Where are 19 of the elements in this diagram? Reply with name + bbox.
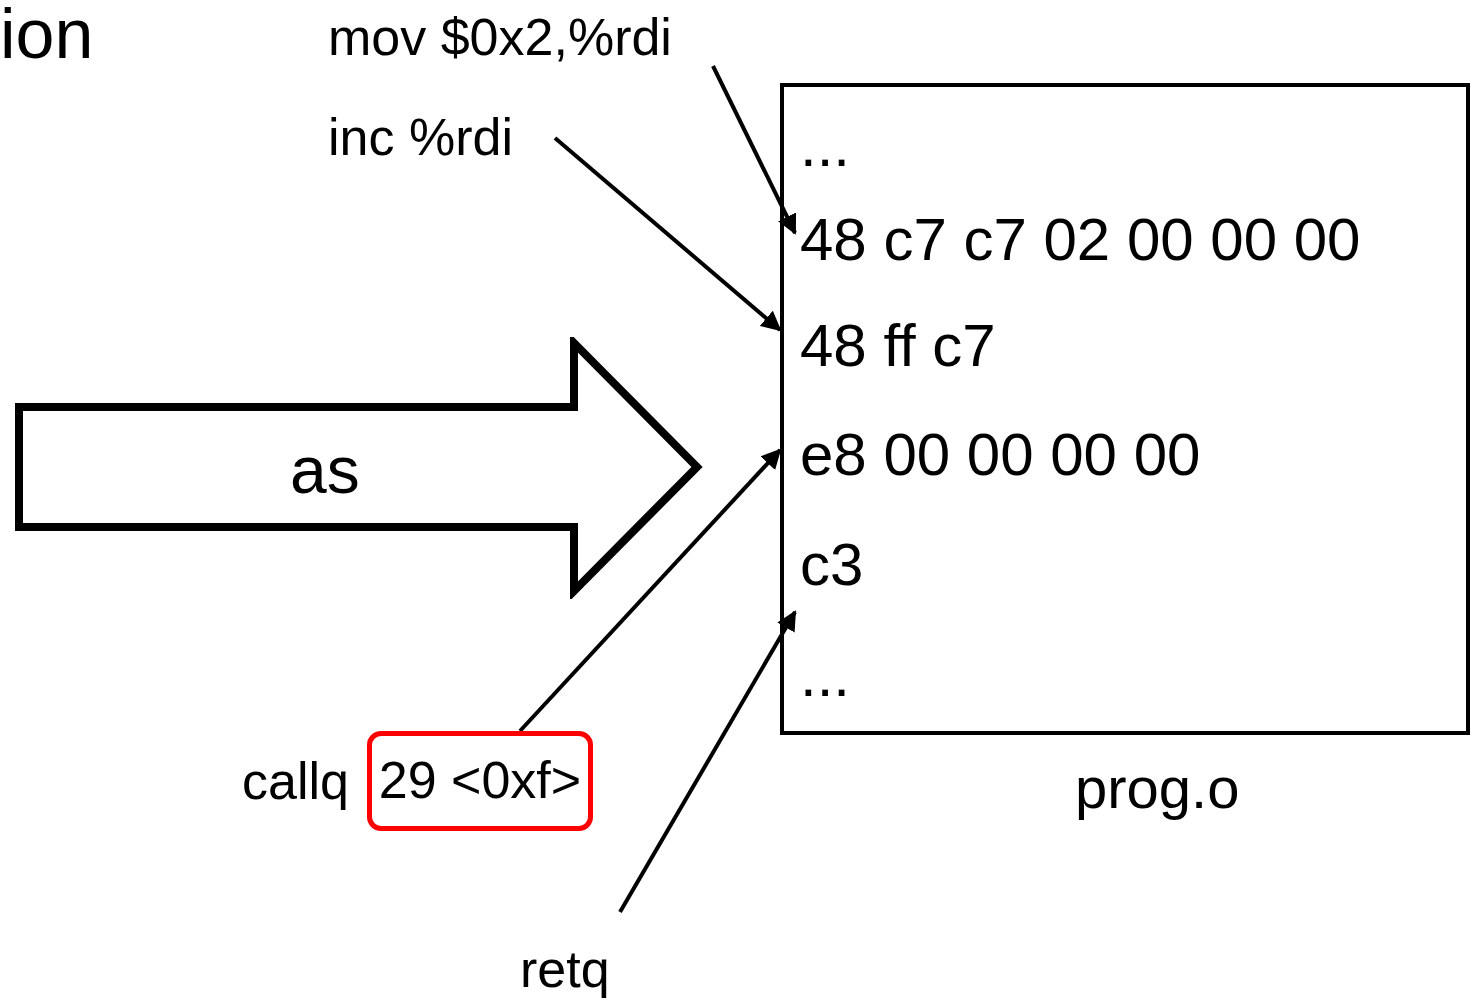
byte-line: 48 ff c7 — [800, 311, 996, 380]
leader-arrow — [518, 448, 782, 733]
instruction-text: callq — [242, 752, 349, 812]
arrow-label: as — [290, 433, 360, 509]
leader-arrow — [618, 610, 797, 913]
file-name: prog.o — [1075, 755, 1240, 822]
leader-arrow — [553, 136, 782, 332]
instruction-text: inc %rdi — [328, 108, 513, 168]
highlight-box: 29 <0xf> — [367, 731, 593, 831]
instruction-text: mov $0x2,%rdi — [328, 8, 672, 68]
title-fragment: ion — [0, 0, 94, 75]
leader-arrow — [711, 65, 797, 235]
byte-line: e8 00 00 00 00 — [800, 420, 1201, 489]
byte-line: c3 — [800, 530, 864, 599]
byte-line: 48 c7 c7 02 00 00 00 — [800, 205, 1361, 274]
block-arrow — [15, 337, 703, 599]
instruction-text: retq — [520, 940, 610, 1000]
byte-line: ... — [800, 111, 850, 180]
byte-line: ... — [800, 641, 850, 710]
